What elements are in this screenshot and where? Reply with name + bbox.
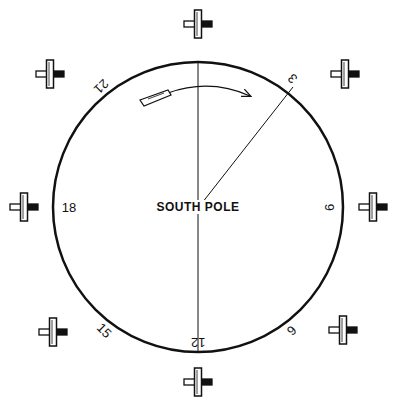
hour-number: 3	[286, 71, 300, 85]
rotation-arrow	[168, 86, 250, 96]
radius-line	[202, 87, 293, 203]
post-symbol	[329, 316, 357, 344]
hour-number: 18	[62, 201, 76, 214]
post-symbol	[331, 60, 359, 88]
post-symbol	[36, 60, 64, 88]
post-symbol	[359, 193, 387, 221]
hour-number: 9	[285, 323, 299, 337]
hour-number: 6	[323, 203, 336, 210]
pole-label: SOUTH POLE	[154, 200, 241, 214]
post-symbol	[184, 368, 212, 396]
post-symbol	[184, 10, 212, 38]
meridian	[198, 214, 199, 352]
meridian	[198, 62, 199, 200]
arrow-feather	[140, 90, 171, 106]
post-symbol	[39, 318, 67, 346]
circle	[53, 62, 343, 352]
post-symbol	[10, 193, 38, 221]
hour-number: 12	[191, 336, 205, 349]
